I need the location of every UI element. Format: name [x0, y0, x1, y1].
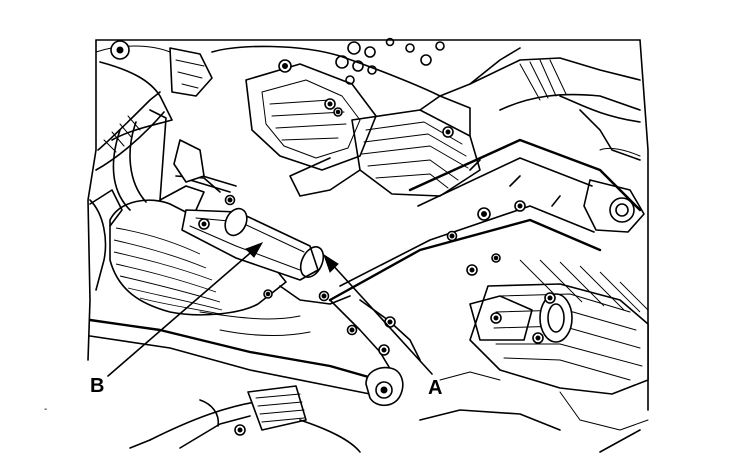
left-hose-assembly [89, 91, 165, 291]
upper-right-driveshaft [469, 57, 641, 161]
callout-b-leader [107, 247, 257, 377]
callout-b-arrowhead [245, 242, 264, 258]
transmission-housing [211, 37, 521, 171]
lower-linkage [199, 285, 561, 431]
callout-label-a: A [428, 377, 442, 399]
illustration-frame [87, 39, 649, 453]
corner-tick-mark: - [44, 404, 47, 415]
rear-exhaust-pipe [469, 259, 649, 431]
lower-control-arm [88, 299, 421, 407]
finned-gearbox [289, 95, 481, 197]
catalytic-converter [109, 109, 325, 316]
callout-label-b: B [90, 375, 104, 397]
lower-left-boot [149, 385, 361, 453]
callout-leaders [107, 242, 433, 377]
upper-left-mount [99, 40, 213, 141]
callout-a-arrowhead [323, 253, 339, 273]
subframe-crossmember [328, 138, 645, 302]
callout-a-leader [329, 261, 433, 375]
